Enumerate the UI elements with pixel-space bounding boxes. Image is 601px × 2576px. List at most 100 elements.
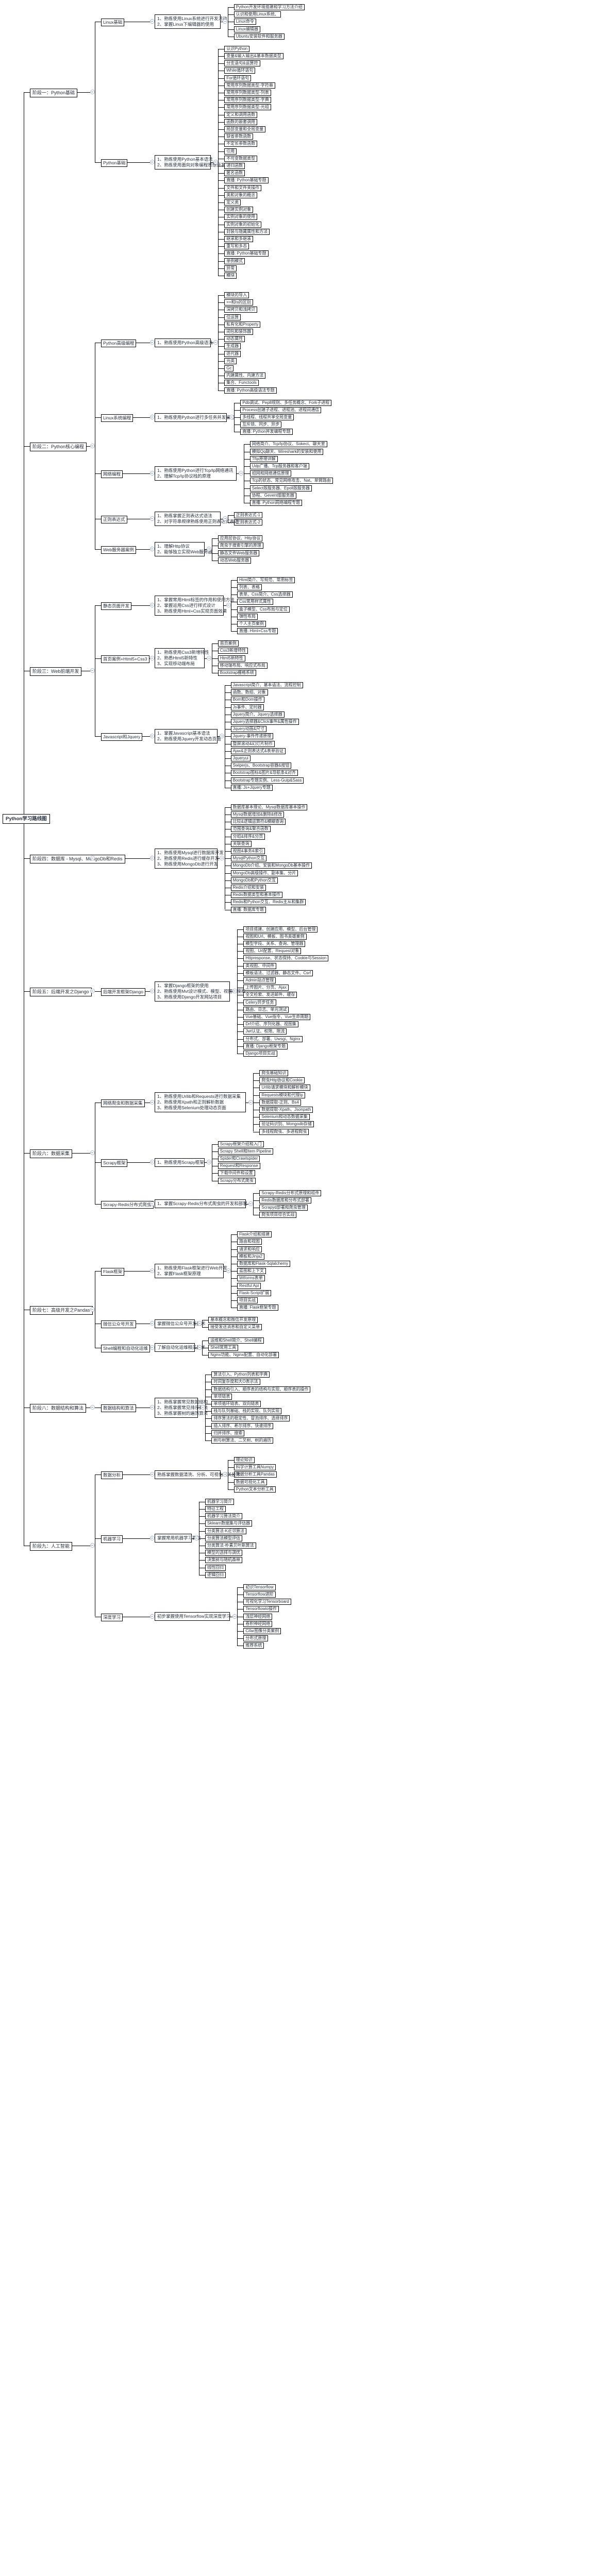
leaf-node[interactable]: 爬虫Http协议和Cookie xyxy=(259,1077,305,1084)
leaf-node[interactable]: 引用 xyxy=(224,148,237,155)
leaf-node[interactable]: 模型的选择与调优 xyxy=(205,1550,242,1556)
stage-node[interactable]: 阶段八：数据结构和算法 xyxy=(30,1404,87,1413)
leaf-node[interactable]: Requests模块和代理Ip xyxy=(259,1092,305,1098)
leaf-node[interactable]: 表单、Css简介、Css选择器 xyxy=(237,591,293,598)
leaf-node[interactable]: 机器学习简介 xyxy=(205,1498,234,1505)
collapse-toggle[interactable] xyxy=(149,1405,155,1410)
leaf-node[interactable]: Js事件、定时器 xyxy=(230,704,264,710)
leaf-node[interactable]: MongoDb和Python交互 xyxy=(230,877,278,884)
collapse-toggle[interactable] xyxy=(223,516,228,521)
collapse-toggle[interactable] xyxy=(207,655,212,660)
leaf-node[interactable]: 单项链表 xyxy=(211,1393,232,1400)
collapse-toggle[interactable] xyxy=(232,1614,237,1619)
leaf-node[interactable]: 直播: 数据库专题 xyxy=(230,906,266,913)
goal-node[interactable]: 1、熟练掌握正则表达式语法 2、对字符串规律熟练使用正则表达式表达 xyxy=(155,512,239,527)
leaf-node[interactable]: Selenium和动态数据采集 xyxy=(259,1114,310,1121)
leaf-node[interactable]: 运维和Shell简介、Shell编程 xyxy=(208,1337,264,1344)
goal-node[interactable]: 1、熟练使用Python高级语法 xyxy=(155,338,213,347)
leaf-node[interactable]: Bom和Dom操作 xyxy=(230,697,264,703)
leaf-node[interactable]: ==和Is的区别 xyxy=(224,299,253,306)
topic-node[interactable]: Shell编程和自动化运维 xyxy=(101,1344,150,1352)
leaf-node[interactable]: Tensorflowio操作 xyxy=(243,1606,279,1613)
topic-node[interactable]: Scrapy-Redis分布式爬虫 xyxy=(101,1200,154,1209)
leaf-node[interactable]: 决策树与随机森林 xyxy=(205,1557,242,1564)
leaf-node[interactable]: 视图、Url配置、Request对象 xyxy=(243,948,302,955)
collapse-toggle[interactable] xyxy=(149,1268,155,1274)
leaf-node[interactable]: 数据提取-正则、Bs4 xyxy=(259,1099,301,1106)
leaf-node[interactable]: 爬虫项目综合实战 xyxy=(259,1212,297,1218)
leaf-node[interactable]: 直播: Python并发编程专题 xyxy=(240,429,293,435)
leaf-node[interactable]: 树与树算法、二叉树、树的遍历 xyxy=(211,1437,274,1444)
leaf-node[interactable]: MongoDb高级操作、副本集、分片 xyxy=(230,870,298,876)
leaf-node[interactable]: Wtforms表单 xyxy=(237,1275,265,1282)
topic-node[interactable]: 首页案例+Html5+Css3 xyxy=(101,655,149,663)
leaf-node[interactable]: 认识和使用Linux系统、 xyxy=(233,11,281,18)
leaf-node[interactable]: 模拟Qq聊天、Wireshark的安装和使用 xyxy=(249,448,324,455)
leaf-node[interactable]: 数据库和Flask-Sqlalchemy xyxy=(237,1260,291,1267)
topic-node[interactable]: Python基础 xyxy=(101,159,128,167)
leaf-node[interactable]: 互斥锁、同步、异步 xyxy=(240,421,282,428)
leaf-node[interactable]: 网络简介、Tcp/Ip协议、Sokect、聊天室 xyxy=(249,441,327,448)
leaf-node[interactable]: 路由、日志、单元测试 xyxy=(243,1006,289,1013)
goal-node[interactable]: 1、掌握常用Html标签的作用和使用方法 2、掌握运用Css进行样式设计 3、熟… xyxy=(155,595,235,616)
leaf-node[interactable]: Django项目实战 xyxy=(243,1050,277,1057)
leaf-node[interactable]: 科学计算工具Numpy xyxy=(233,1464,276,1471)
leaf-node[interactable]: 常用序列数据类型-字典 xyxy=(224,97,271,104)
goal-node[interactable]: 1、掌握Django框架的使用 2、熟练使用Mvt设计模式、模型、视图和模板 3… xyxy=(155,981,245,1002)
goal-node[interactable]: 1、掌握Scrapy-Redis分布式爬虫的开发和部署 xyxy=(155,1199,247,1209)
leaf-node[interactable]: 单例模式 xyxy=(224,258,245,264)
topic-node[interactable]: Web服务器案例 xyxy=(101,546,136,554)
topic-node[interactable]: 数据分析 xyxy=(101,1471,123,1480)
leaf-node[interactable]: Css3新增特性 xyxy=(218,648,248,654)
leaf-node[interactable]: Flask介绍和搭建 xyxy=(237,1231,272,1238)
goal-node[interactable]: 1、熟练使用Linux系统进行开发活动 2、掌握Linux下编辑器的使用 xyxy=(155,14,227,29)
leaf-node[interactable]: 直播: Html+Css专题 xyxy=(237,628,278,635)
leaf-node[interactable]: Scrapy-Redis分布式原理和组件 xyxy=(259,1190,322,1196)
stage-node[interactable]: 阶段四：数据库 - Mysql、MongoDb和Redis xyxy=(30,855,125,864)
stage-node[interactable]: 阶段五：后端开发之Django xyxy=(30,988,92,997)
goal-node[interactable]: 熟练掌握数据清洗、分析、可视化相关技术 xyxy=(155,1470,241,1479)
leaf-node[interactable]: 特征工程 xyxy=(205,1505,226,1512)
leaf-node[interactable]: 爬虫基础知识 xyxy=(259,1070,289,1076)
leaf-node[interactable]: MongoDb介绍、安装和MongoDb基本操作 xyxy=(230,862,312,869)
leaf-node[interactable]: Tftp原理详解 xyxy=(249,455,278,462)
collapse-toggle[interactable] xyxy=(149,734,155,739)
collapse-toggle[interactable] xyxy=(197,1321,202,1326)
leaf-node[interactable]: Scrapyd部署和爬虫管理 xyxy=(259,1204,308,1211)
leaf-node[interactable]: 变量&输入输出&基本数据类型 xyxy=(224,53,283,59)
leaf-node[interactable]: Select版服务器、Epoll版服务器 xyxy=(249,485,312,492)
leaf-node[interactable]: 浅层神经网络 xyxy=(243,1613,273,1620)
leaf-node[interactable]: 重写和多态 xyxy=(224,243,249,250)
leaf-node[interactable]: 关联查询 xyxy=(230,840,252,847)
leaf-node[interactable]: Jquery简介、Jquery选择器 xyxy=(230,711,285,718)
leaf-node[interactable]: Linux命令 xyxy=(233,19,256,25)
goal-node[interactable]: 1、熟练使用Python进行Tcp/Ip网络通讯 2、理解Tcp/Ip协议栈的原… xyxy=(155,466,237,481)
topic-node[interactable]: 正则表达式 xyxy=(101,516,127,524)
leaf-node[interactable]: 模型字段、关系、查询、管理器 xyxy=(243,940,306,947)
leaf-node[interactable]: Bootstrap专题实例、Less-Gulp&Sass xyxy=(230,777,304,784)
leaf-node[interactable]: Flask-Script扩展 xyxy=(237,1290,272,1296)
leaf-node[interactable]: 排序算法的稳定性、冒泡排序、选择排序 xyxy=(211,1415,290,1422)
leaf-node[interactable]: 多线程爬虫、多进程爬虫 xyxy=(259,1128,309,1135)
leaf-node[interactable]: 理论知识 xyxy=(233,1456,255,1463)
leaf-node[interactable]: 模板语法、过滤器、静态文件、Csrf xyxy=(243,970,313,976)
leaf-node[interactable]: Redis数据类型和基本操作 xyxy=(230,892,283,899)
leaf-node[interactable]: 数据可视化工具 xyxy=(233,1479,267,1485)
collapse-toggle[interactable] xyxy=(248,1099,253,1105)
leaf-node[interactable]: 机器学习算法简介 xyxy=(205,1513,242,1520)
leaf-node[interactable]: Gc xyxy=(224,365,234,371)
leaf-node[interactable]: 比较&逻辑运算符&模糊查询 xyxy=(230,819,286,825)
leaf-node[interactable]: 逻辑回归 xyxy=(205,1571,226,1578)
leaf-node[interactable]: 数据库基本理论、Mysql数据库基本操作 xyxy=(230,804,308,810)
leaf-node[interactable]: 封装与隐藏属性和方法 xyxy=(224,228,270,235)
collapse-toggle[interactable] xyxy=(226,1268,231,1274)
leaf-node[interactable]: 私有化和Property xyxy=(224,321,261,328)
leaf-node[interactable]: 内建属性、内建方法 xyxy=(224,372,266,379)
collapse-toggle[interactable] xyxy=(149,603,155,608)
leaf-node[interactable]: 不定长参数函数 xyxy=(224,141,258,147)
stage-node[interactable]: 阶段七：高级开发之Pandas xyxy=(30,1306,93,1315)
leaf-node[interactable]: 线性回归 xyxy=(205,1564,226,1571)
goal-node[interactable]: 1、掌握Javascript基本语法 2、熟练使用Jquery开发动态页面 xyxy=(155,729,221,744)
leaf-node[interactable]: Urllib请求模块和解析模块 xyxy=(259,1084,310,1091)
goal-node[interactable]: 1、熟练使用Mysql进行数据库开发 2、熟练使用Redis进行缓存开发 3、熟… xyxy=(155,848,224,869)
